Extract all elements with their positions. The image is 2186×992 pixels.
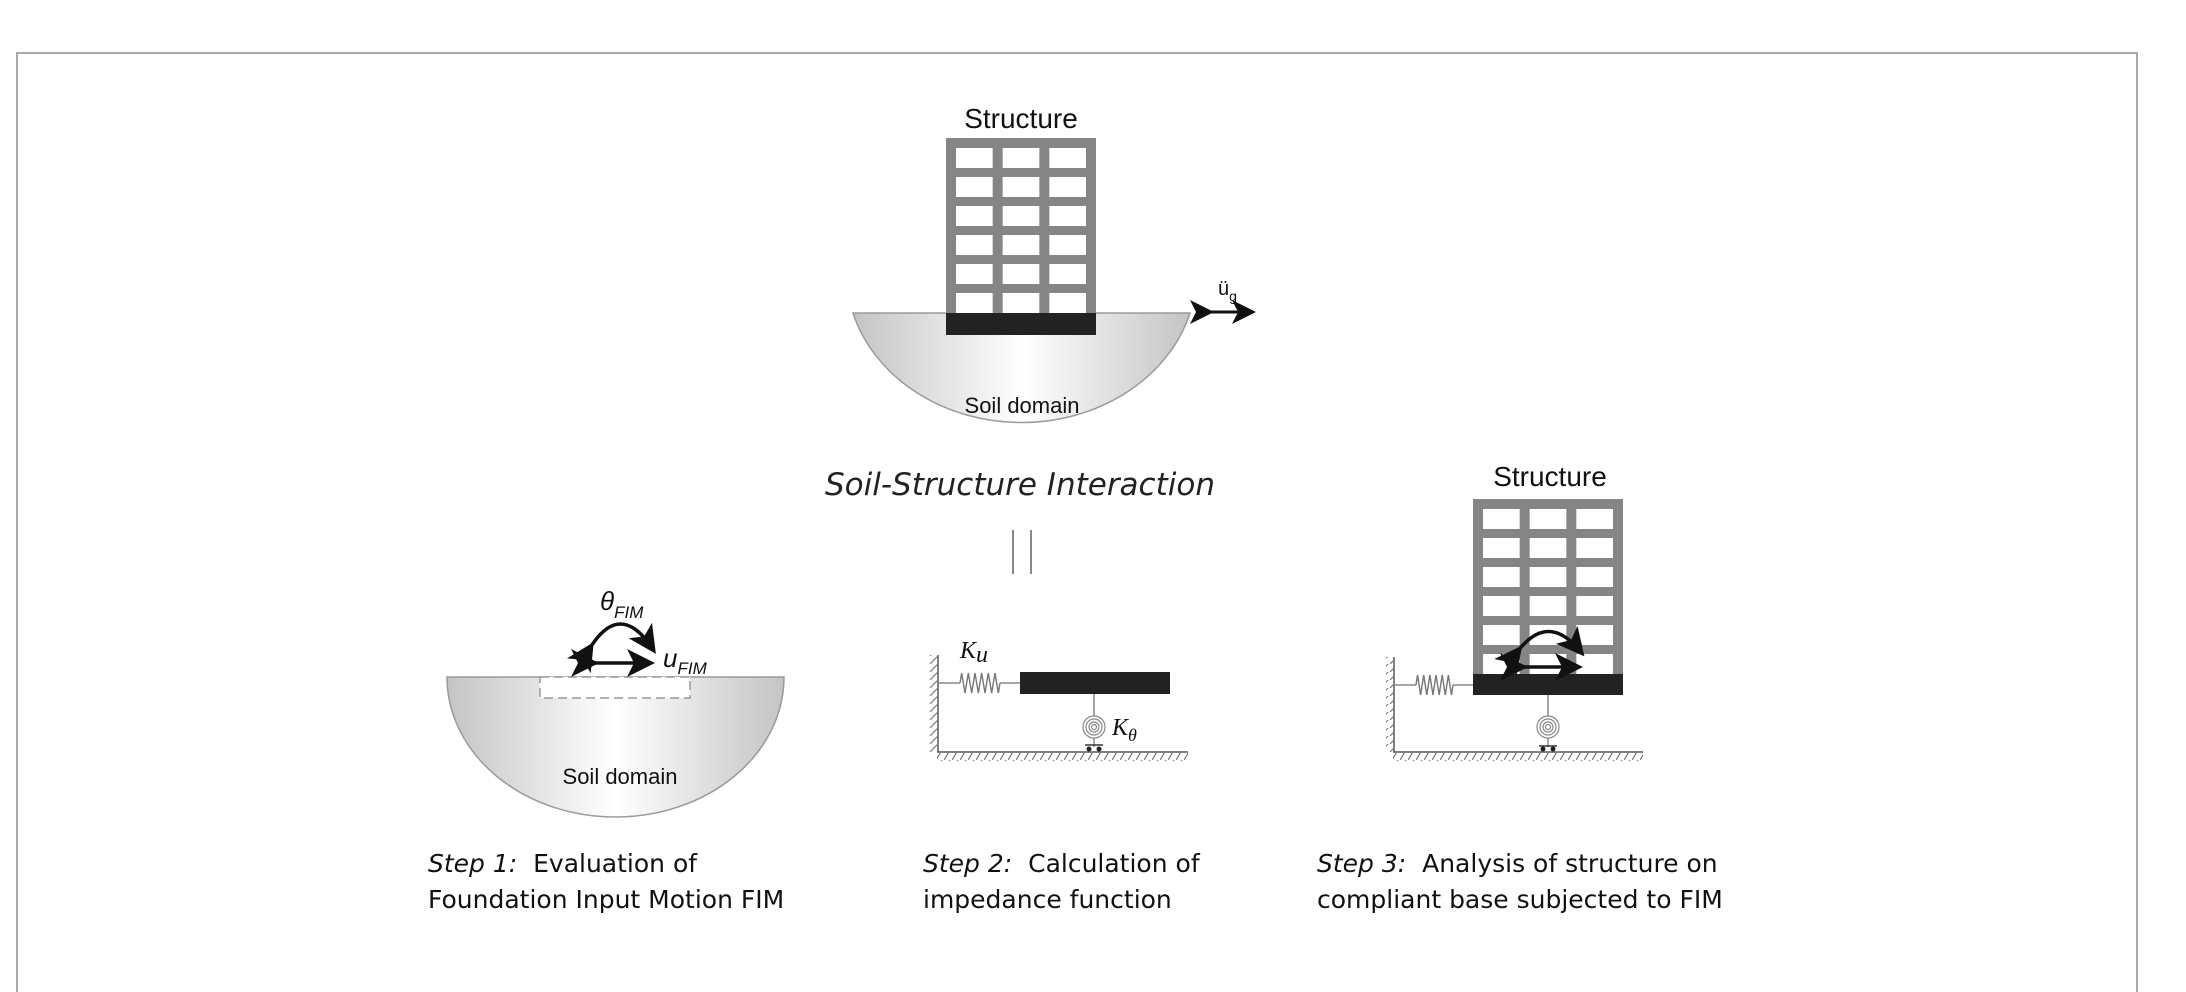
top-ssi-group: Structure Soil domain üg Soil-Structure … [825, 103, 1256, 574]
building-window [1529, 654, 1567, 674]
top-soil-label: Soil domain [965, 393, 1080, 418]
top-foundation [946, 313, 1096, 335]
building-window [1483, 538, 1520, 558]
step3-wall-hatch [1386, 657, 1393, 752]
step3-foundation [1473, 674, 1623, 695]
building-window [1576, 625, 1613, 645]
building-window [1576, 567, 1613, 587]
top-structure-label: Structure [964, 103, 1078, 134]
step2-wall-hatch [930, 655, 937, 752]
ground-accel-label: üg [1218, 278, 1237, 304]
building-window [1529, 509, 1567, 529]
step3-building [1473, 499, 1623, 674]
ssi-diagram: Structure Soil domain üg Soil-Structure … [446, 103, 1643, 818]
top-soil-domain [851, 312, 1192, 424]
step1-foundation-outline [539, 676, 691, 699]
building-window [1049, 206, 1086, 226]
building-window [1049, 264, 1086, 284]
spring-coil [959, 672, 1001, 694]
building-window [1002, 177, 1040, 197]
k-u-label: Ku [959, 638, 988, 668]
step1-soil-label: Soil domain [563, 764, 678, 789]
step3-group: Structure [1386, 461, 1643, 761]
spiral-ring [1539, 718, 1557, 736]
building-window [1002, 206, 1040, 226]
step2-foundation-block [1020, 672, 1170, 694]
building-window [1049, 177, 1086, 197]
step2-roller-support [1085, 744, 1103, 752]
building-window [956, 264, 993, 284]
step2-caption-line1: Calculation of [1028, 849, 1200, 878]
building-window [1483, 625, 1520, 645]
step1-soil-domain [446, 676, 785, 818]
step3-caption-step: Step 3: [1317, 849, 1407, 878]
k-theta-label: Kθ [1111, 715, 1137, 745]
building-window [1483, 596, 1520, 616]
step1-caption-step: Step 1: [428, 849, 518, 878]
building-window [956, 177, 993, 197]
step2-caption: Step 2: Calculation of impedance functio… [923, 846, 1200, 918]
step2-translational-spring [938, 672, 1020, 694]
building-window [956, 293, 993, 313]
step3-structure-label: Structure [1493, 461, 1607, 492]
building-window [1529, 538, 1567, 558]
building-window [1049, 148, 1086, 168]
step1-caption: Step 1: Evaluation of Foundation Input M… [428, 846, 784, 918]
building-window [1576, 596, 1613, 616]
building-window [1002, 148, 1040, 168]
building-window [1576, 538, 1613, 558]
spiral-ring [1542, 721, 1554, 733]
step2-rotational-spring [1082, 715, 1106, 747]
building-window [1002, 235, 1040, 255]
step1-caption-line1: Evaluation of [533, 849, 698, 878]
step3-rotational-spring [1536, 715, 1560, 747]
ssi-title: Soil-Structure Interaction [825, 467, 1215, 503]
top-building [946, 138, 1096, 313]
building-window [1483, 654, 1520, 674]
step1-group: Soil domain θFIM uFIM [446, 586, 785, 818]
building-window [1576, 509, 1613, 529]
spiral-ring [1090, 723, 1098, 731]
building-window [1576, 654, 1613, 674]
u-fim-label: uFIM [663, 643, 708, 678]
building-window [1049, 235, 1086, 255]
building-window [956, 235, 993, 255]
building-window [1529, 596, 1567, 616]
building-window [1049, 293, 1086, 313]
step3-translational-spring [1394, 674, 1473, 696]
spiral-ring [1544, 723, 1552, 731]
spiral-ring [1088, 721, 1100, 733]
building-window [1002, 293, 1040, 313]
spiral-ring [1085, 718, 1103, 736]
step3-caption-line2: compliant base subjected to FIM [1317, 885, 1723, 914]
step3-caption-line1: Analysis of structure on [1422, 849, 1718, 878]
building-window [1483, 567, 1520, 587]
step1-caption-line2: Foundation Input Motion FIM [428, 885, 785, 914]
building-window [1529, 567, 1567, 587]
step3-roller-support [1539, 745, 1557, 752]
theta-fim-label: θFIM [600, 586, 644, 622]
building-window [1002, 264, 1040, 284]
figure-frame [16, 52, 2138, 992]
step3-rotation-arrow [1494, 625, 1585, 677]
step2-group: Ku Kθ [930, 638, 1188, 761]
step2-ground-hatch [937, 753, 1188, 761]
building-window [956, 148, 993, 168]
step3-caption: Step 3: Analysis of structure on complia… [1317, 846, 1723, 918]
building-window [1483, 509, 1520, 529]
step2-caption-line2: impedance function [923, 885, 1172, 914]
spring-coil [1415, 674, 1454, 696]
building-window [956, 206, 993, 226]
step3-ground-hatch [1393, 753, 1643, 761]
rotation-arrow [566, 622, 656, 674]
step2-caption-step: Step 2: [923, 849, 1013, 878]
